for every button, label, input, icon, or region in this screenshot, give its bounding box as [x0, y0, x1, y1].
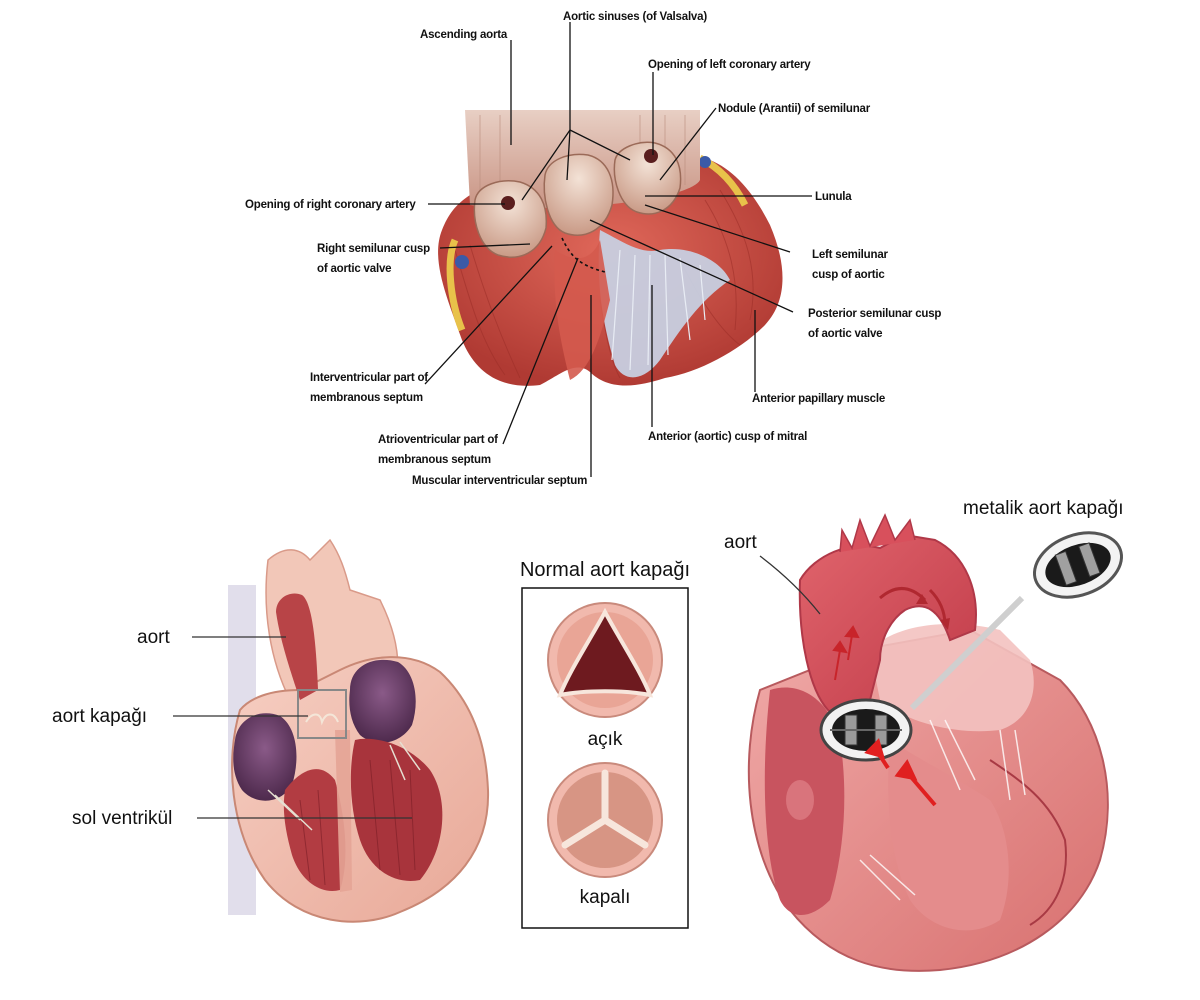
label-aort-right: aort	[724, 532, 757, 553]
heart-leader-lines	[173, 636, 412, 819]
label-muscular-septum: Muscular interventricular septum	[412, 475, 587, 487]
label-posterior-cusp-line1: Posterior semilunar cusp	[808, 308, 941, 320]
label-anterior-cusp-mitral: Anterior (aortic) cusp of mitral	[648, 431, 807, 443]
label-lunula: Lunula	[815, 191, 852, 203]
label-interventricular-part-line1: Interventricular part of	[310, 372, 428, 384]
label-atrioventricular-part-line1: Atrioventricular part of	[378, 434, 498, 446]
label-posterior-cusp-line2: of aortic valve	[808, 328, 882, 340]
closed-valve-diagram	[547, 762, 663, 878]
aortic-valve-anatomy-illustration	[438, 110, 783, 386]
label-aort-left: aort	[137, 627, 170, 648]
label-nodule-arantii: Nodule (Arantii) of semilunar	[718, 103, 871, 115]
prosthetic-valve-heart-illustration	[747, 513, 1124, 972]
label-sol-ventrikul: sol ventrikül	[72, 808, 172, 829]
label-right-cusp-line1: Right semilunar cusp	[317, 243, 430, 255]
label-aort-kapagi: aort kapağı	[52, 706, 147, 727]
label-right-cusp-line2: of aortic valve	[317, 263, 391, 275]
aortic-valve-highlight-box	[297, 689, 347, 739]
prosthetic-aort-leader	[759, 555, 821, 615]
normal-valve-panel: Normal aort kapağı açık kapalı	[520, 559, 690, 929]
label-kapali: kapalı	[580, 887, 631, 908]
heart-cross-section-illustration	[228, 538, 490, 923]
implanted-mechanical-valve	[819, 698, 913, 762]
label-atrioventricular-part-line2: membranous septum	[378, 454, 491, 466]
anatomy-leader-lines	[424, 22, 812, 477]
label-anterior-papillary: Anterior papillary muscle	[752, 393, 885, 405]
metallic-valve-closeup	[1032, 531, 1124, 599]
label-left-cusp-line2: cusp of aortic	[812, 269, 885, 281]
label-ascending-aorta: Ascending aorta	[420, 29, 508, 41]
label-acik: açık	[588, 729, 623, 750]
label-aortic-sinuses: Aortic sinuses (of Valsalva)	[563, 11, 707, 23]
label-left-cusp-line1: Left semilunar	[812, 249, 889, 261]
open-valve-diagram	[547, 602, 663, 718]
label-interventricular-part-line2: membranous septum	[310, 392, 423, 404]
label-opening-left-coronary: Opening of left coronary artery	[648, 59, 811, 71]
label-metalik-aort-kapagi: metalik aort kapağı	[963, 498, 1124, 519]
valve-panel-title: Normal aort kapağı	[520, 559, 690, 581]
label-opening-right-coronary: Opening of right coronary artery	[245, 199, 416, 211]
